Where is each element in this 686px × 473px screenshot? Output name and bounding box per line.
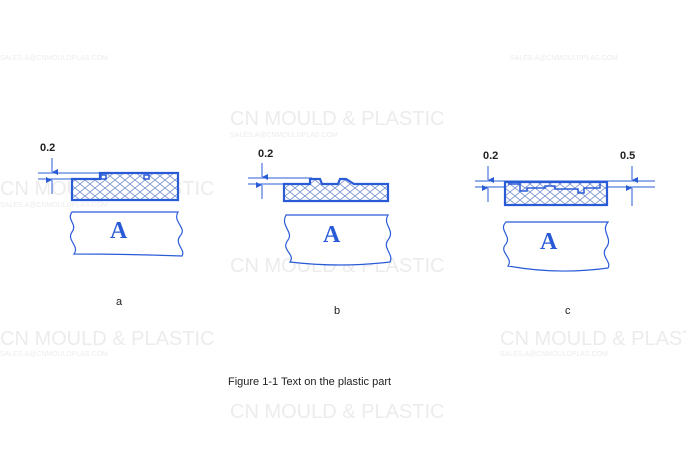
watermark-email: SALES.A@CNMOULDPLAS.COM: [230, 132, 338, 139]
watermark-email: SALES.A@CNMOULDPLAS.COM: [500, 351, 608, 358]
text-recess: [508, 183, 601, 194]
dimension-label: 0.2: [258, 148, 273, 160]
mould-block: [69, 211, 184, 257]
panel-b: 0.2 A b: [248, 148, 392, 317]
plastic-part: [282, 177, 390, 203]
dimension-label: 0.5: [620, 150, 635, 162]
figure-caption: Figure 1-1 Text on the plastic part: [228, 376, 391, 388]
panel-a: 0.2 A a: [38, 142, 184, 308]
watermark-email: SALES.A@CNMOULDPLAS.COM: [0, 55, 108, 62]
plastic-part: [70, 171, 180, 202]
watermark-email: SALES.A@CNMOULDPLAS.COM: [0, 202, 108, 209]
block-label: A: [110, 218, 128, 244]
text-recess: [100, 174, 107, 180]
watermark-brand: CN MOULD & PLASTIC: [230, 108, 444, 130]
text-recess: [143, 174, 150, 180]
mould-block: [284, 214, 392, 266]
watermark-brand: CN MOULD & PLASTIC: [230, 401, 444, 423]
mould-block: [502, 221, 610, 272]
dimension-label: 0.2: [40, 142, 55, 154]
dimension-label: 0.2: [483, 150, 498, 162]
block-label: A: [540, 229, 558, 255]
panel-label: a: [116, 296, 123, 308]
watermark-email: SALES.A@CNMOULDPLAS.COM: [0, 351, 108, 358]
panel-label: c: [565, 305, 571, 317]
block-label: A: [323, 222, 341, 248]
watermark-email: SALES.A@CNMOULDPLAS.COM: [510, 55, 618, 62]
watermark-brand: CN MOULD & PLASTIC: [0, 328, 214, 350]
watermark-brand: CN MOULD & PLASTIC: [500, 328, 686, 350]
panel-label: b: [334, 305, 340, 317]
panel-c: 0.2 0.5 A c: [475, 150, 655, 317]
